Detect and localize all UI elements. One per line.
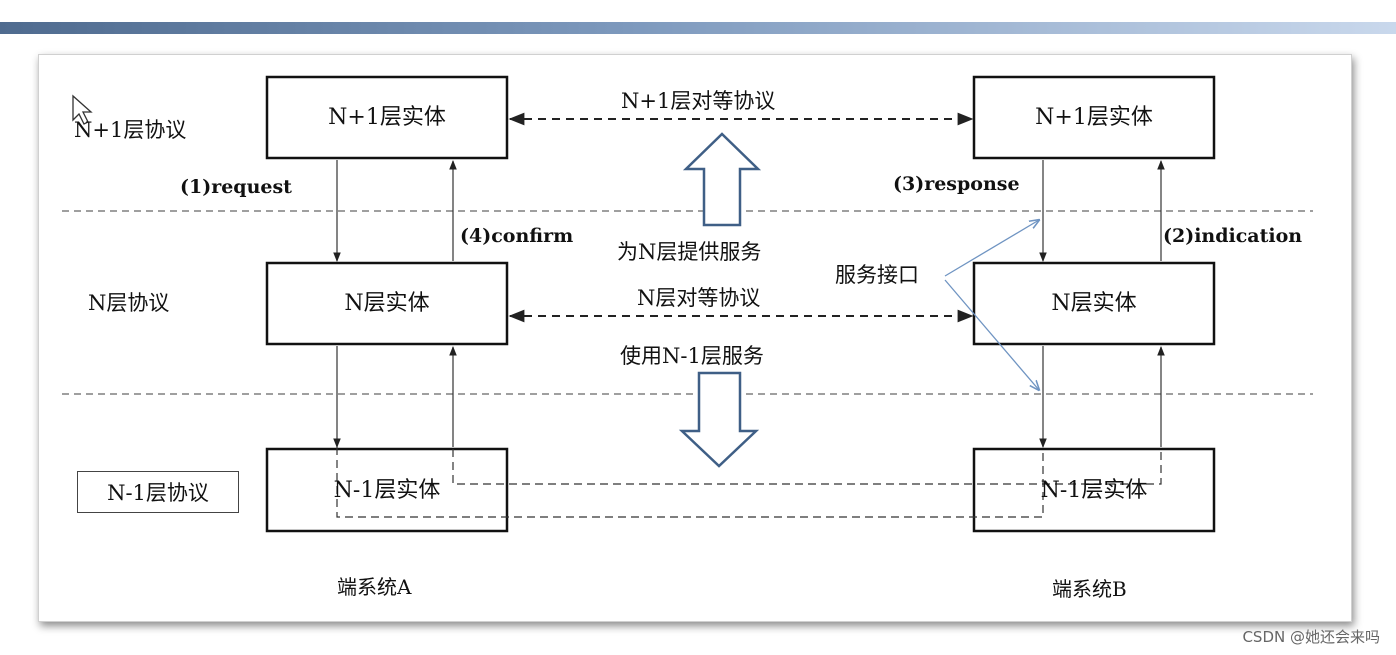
entity-a-top: N+1层实体 bbox=[328, 105, 446, 130]
entity-b-bot: N-1层实体 bbox=[1040, 478, 1148, 503]
interface-pointer-down bbox=[944, 279, 1039, 390]
entity-b-top: N+1层实体 bbox=[1035, 105, 1153, 130]
entity-box-b-mid bbox=[972, 261, 1216, 346]
layer-label-n-minus-1: N-1层协议 bbox=[77, 471, 239, 513]
service-up-arrow bbox=[682, 132, 762, 227]
watermark: CSDN @她还会来吗 bbox=[1242, 628, 1380, 646]
layer-label-n-plus-1: N+1层协议 bbox=[74, 118, 187, 142]
end-system-a-label: 端系统A bbox=[337, 575, 412, 599]
response-label: (3)response bbox=[893, 173, 1020, 195]
use-service-label: 使用N-1层服务 bbox=[620, 344, 764, 368]
entity-b-mid: N层实体 bbox=[1051, 291, 1137, 316]
peer-protocol-top-label: N+1层对等协议 bbox=[621, 89, 776, 113]
indication-label: (2)indication bbox=[1163, 225, 1303, 247]
entity-a-mid: N层实体 bbox=[344, 291, 430, 316]
confirm-label: (4)confirm bbox=[460, 225, 574, 247]
entity-box-b-top bbox=[972, 75, 1216, 160]
entity-box-a-top bbox=[265, 75, 509, 160]
title-bar-stripe bbox=[0, 22, 1396, 34]
end-system-b-label: 端系统B bbox=[1052, 577, 1127, 601]
request-label: (1)request bbox=[180, 176, 292, 198]
provide-service-label: 为N层提供服务 bbox=[617, 240, 762, 264]
service-interface-label: 服务接口 bbox=[835, 263, 919, 287]
physical-path bbox=[336, 447, 1162, 518]
peer-protocol-mid-label: N层对等协议 bbox=[637, 286, 761, 310]
layer-label-n: N层协议 bbox=[88, 291, 170, 315]
interface-pointer-up bbox=[944, 220, 1039, 277]
cursor-icon bbox=[72, 94, 93, 125]
entity-a-bot: N-1层实体 bbox=[333, 478, 441, 503]
entity-box-a-mid bbox=[265, 261, 509, 346]
service-down-arrow bbox=[678, 371, 760, 468]
